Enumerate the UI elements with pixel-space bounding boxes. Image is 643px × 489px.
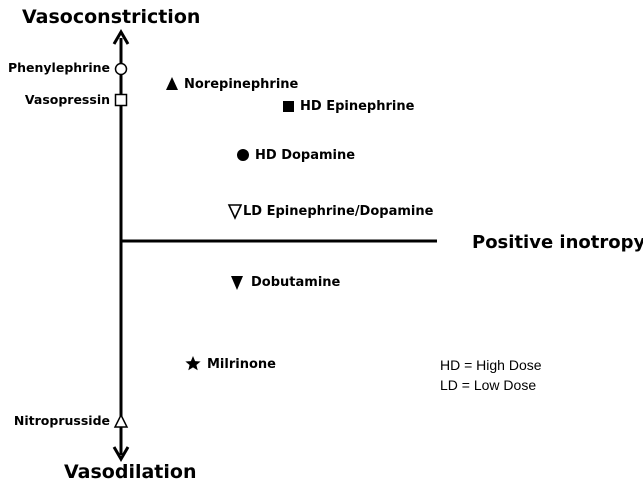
norepinephrine-label: Norepinephrine (184, 77, 299, 92)
nitroprusside-label: Nitroprusside (13, 413, 110, 428)
phenylephrine-marker (114, 62, 128, 76)
vertical-axis-bottom-arrow (112, 446, 130, 462)
dobutamine-marker (231, 276, 243, 290)
ld-epi-dopa-marker (227, 204, 243, 220)
legend-hd: HD = High Dose (440, 357, 542, 373)
ld-epi-dopa-label: LD Epinephrine/Dopamine (243, 204, 434, 219)
vasoconstriction-label: Vasoconstriction (22, 6, 201, 28)
hd-epinephrine-label: HD Epinephrine (300, 99, 415, 114)
vasopressin-label: Vasopressin (24, 92, 110, 107)
dobutamine-label: Dobutamine (251, 275, 341, 290)
vasopressin-marker (114, 93, 128, 107)
vertical-axis-top-arrow (112, 29, 130, 45)
milrinone-marker (185, 356, 201, 371)
norepinephrine-marker (166, 77, 178, 90)
vasodilation-label: Vasodilation (64, 461, 197, 483)
hd-dopamine-marker (237, 149, 249, 161)
nitroprusside-marker (113, 413, 129, 428)
phenylephrine-label: Phenylephrine (7, 60, 110, 75)
milrinone-label: Milrinone (207, 357, 276, 372)
hd-dopamine-label: HD Dopamine (255, 148, 356, 163)
legend-ld: LD = Low Dose (440, 377, 537, 393)
positive-inotropy-label: Positive inotropy (472, 232, 643, 253)
hd-epinephrine-marker (283, 101, 294, 112)
